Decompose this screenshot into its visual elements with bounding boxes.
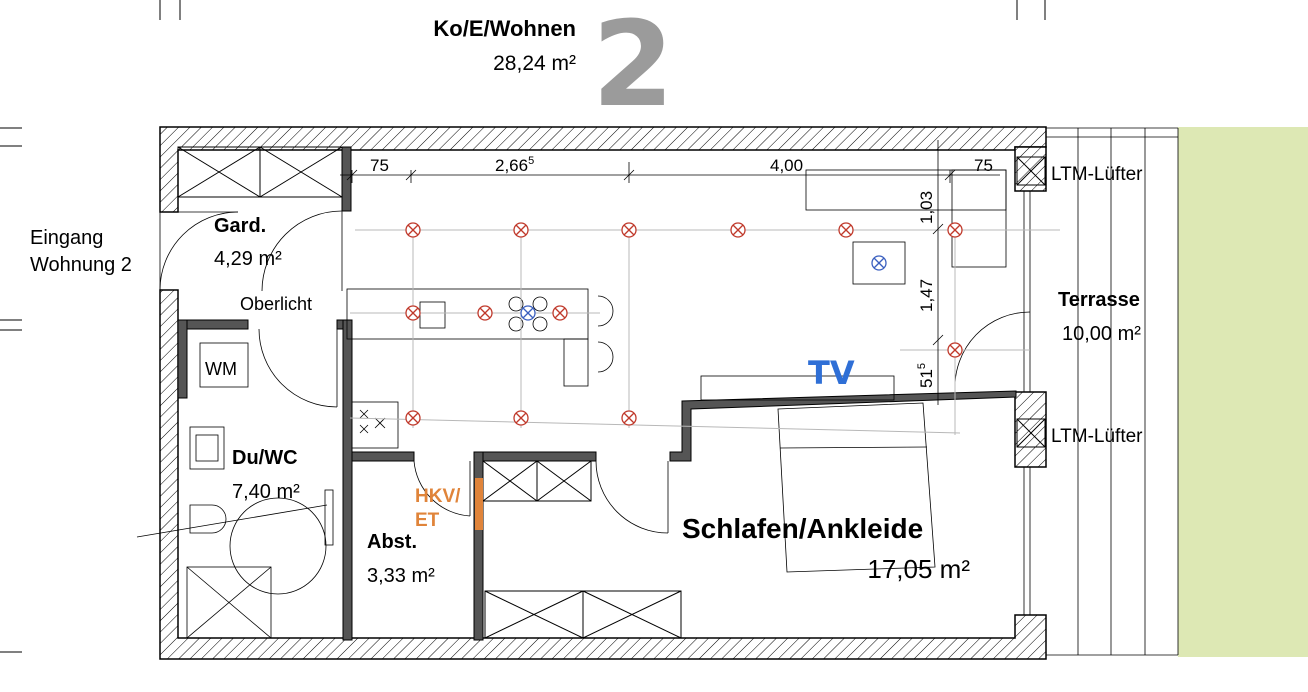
light-fixture-icon [947,222,963,238]
room-area-dusche-wc: 7,40 m² [232,481,300,503]
light-fixture-icon [405,305,421,321]
sofa [805,169,1007,285]
light-fixture-icon [730,222,746,238]
light-fixture-icon [405,222,421,238]
ventilator-bottom-icon [1016,418,1046,448]
terrace-deck [1046,127,1179,656]
room-area-schlafen: 17,05 m² [867,554,970,584]
bathroom-door [258,328,338,408]
entrance-door [159,210,343,292]
room-name-schlafen: Schlafen/Ankleide [682,513,923,544]
dimension-400: 4,00 [770,156,803,175]
light-fixture-icon [477,305,493,321]
room-name-garderobe: Gard. [214,215,266,237]
room-area-terrasse: 10,00 m² [1062,323,1141,345]
tv-label: TV [808,354,855,392]
room-name-dusche-wc: Du/WC [232,447,298,469]
light-fixture-icon [621,222,637,238]
heating-label-line1: HKV/ [415,486,461,507]
dimension-103: 1,03 [917,191,936,224]
main-room-name: Ko/E/Wohnen [433,16,576,41]
storage-doors [413,460,669,534]
room-area-abstellraum: 3,33 m² [367,565,435,587]
entrance-label-line1: Eingang [30,227,103,249]
light-fixture-icon [838,222,854,238]
heating-marker [475,478,483,530]
dimension-75-left: 75 [370,156,389,175]
dimension-147: 1,47 [917,279,936,312]
skylight-label: Oberlicht [240,294,312,314]
light-fixture-icon [405,410,421,426]
heating-label-line2: ET [415,510,440,531]
entrance-label-line2: Wohnung 2 [30,254,132,276]
bed [700,375,936,573]
terrace-door [954,191,1031,615]
room-name-terrasse: Terrasse [1058,289,1140,311]
room-name-abstellraum: Abst. [367,531,417,553]
dimension-51: 515 [916,363,936,388]
room-area-garderobe: 4,29 m² [214,248,282,270]
dimension-75-right: 75 [974,156,993,175]
ventilator-top-label: LTM-Lüfter [1051,164,1143,185]
ventilator-top-icon [1016,156,1046,186]
light-fixture-icon [871,255,887,271]
window-cabinet-top [177,146,343,198]
margin-marks [0,0,1046,653]
light-fixture-icon [621,410,637,426]
dimension-266: 2,665 [495,155,534,175]
lighting-grid [349,225,1060,435]
ceiling-lights [405,222,963,426]
terrace-green-area [1178,127,1308,657]
light-fixture-icon [520,305,536,321]
storage-cabinets [482,460,682,639]
light-fixture-icon [947,342,963,358]
kitchen [346,288,614,449]
light-fixture-icon [513,222,529,238]
dimension-lines [340,140,1000,405]
bathroom-fixtures [136,342,334,639]
light-fixture-icon [552,305,568,321]
washing-machine-label: WM [205,359,237,379]
unit-number: 2 [592,0,674,133]
ventilator-bottom-label: LTM-Lüfter [1051,426,1143,447]
main-room-area: 28,24 m² [493,52,576,75]
light-fixture-icon [513,410,529,426]
